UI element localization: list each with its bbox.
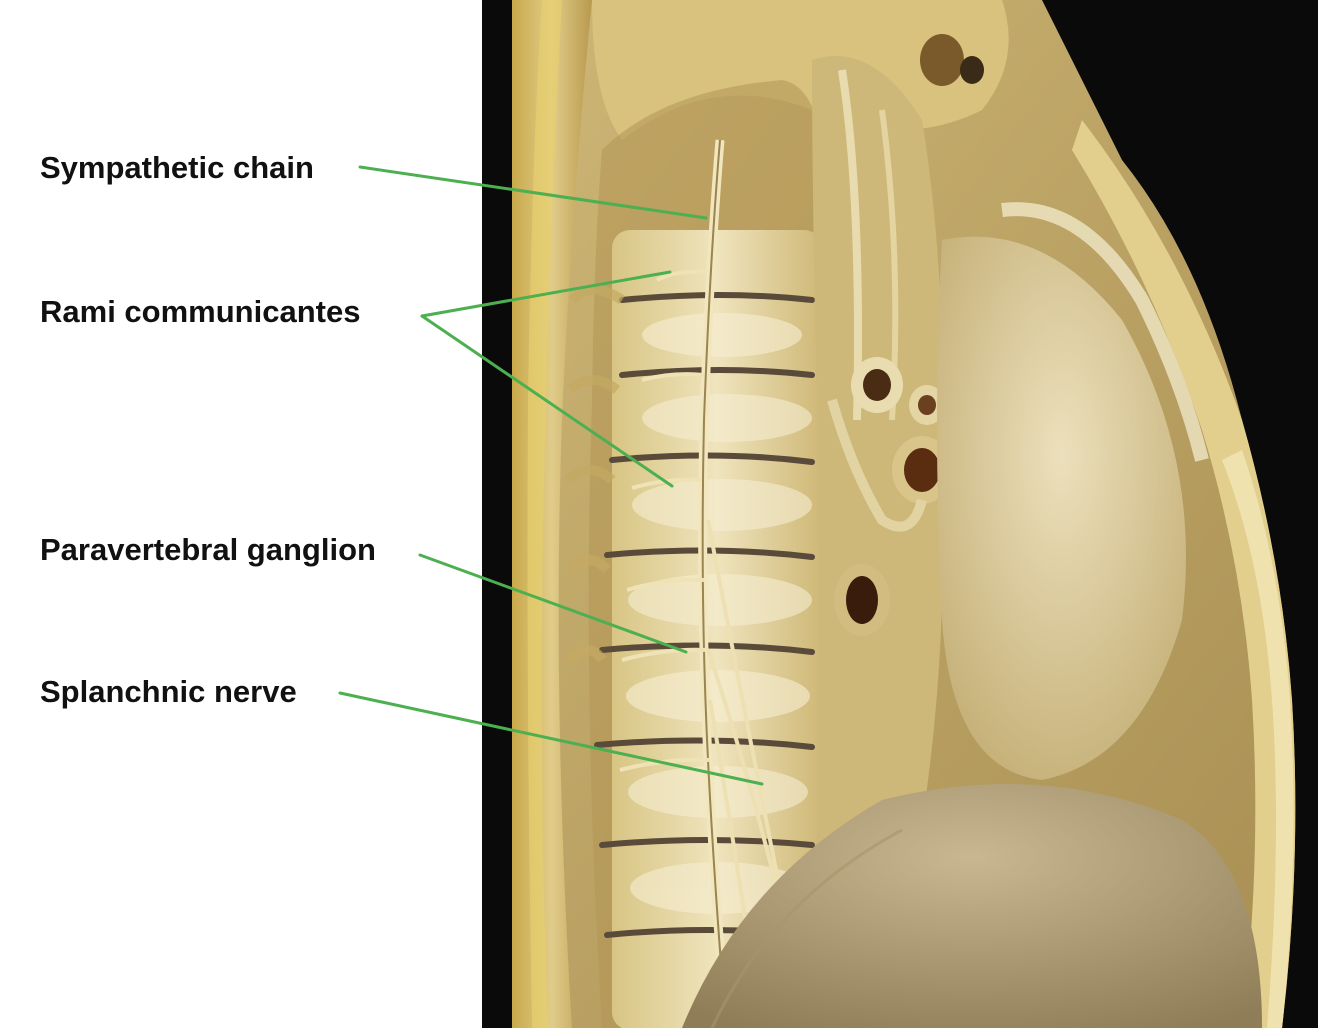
dissection-photo <box>482 0 1318 1028</box>
label-paravertebral-ganglion: Paravertebral ganglion <box>40 532 376 567</box>
label-rami-communicantes: Rami communicantes <box>40 294 361 329</box>
label-splanchnic-nerve: Splanchnic nerve <box>40 674 297 709</box>
label-sympathetic-chain: Sympathetic chain <box>40 150 314 185</box>
